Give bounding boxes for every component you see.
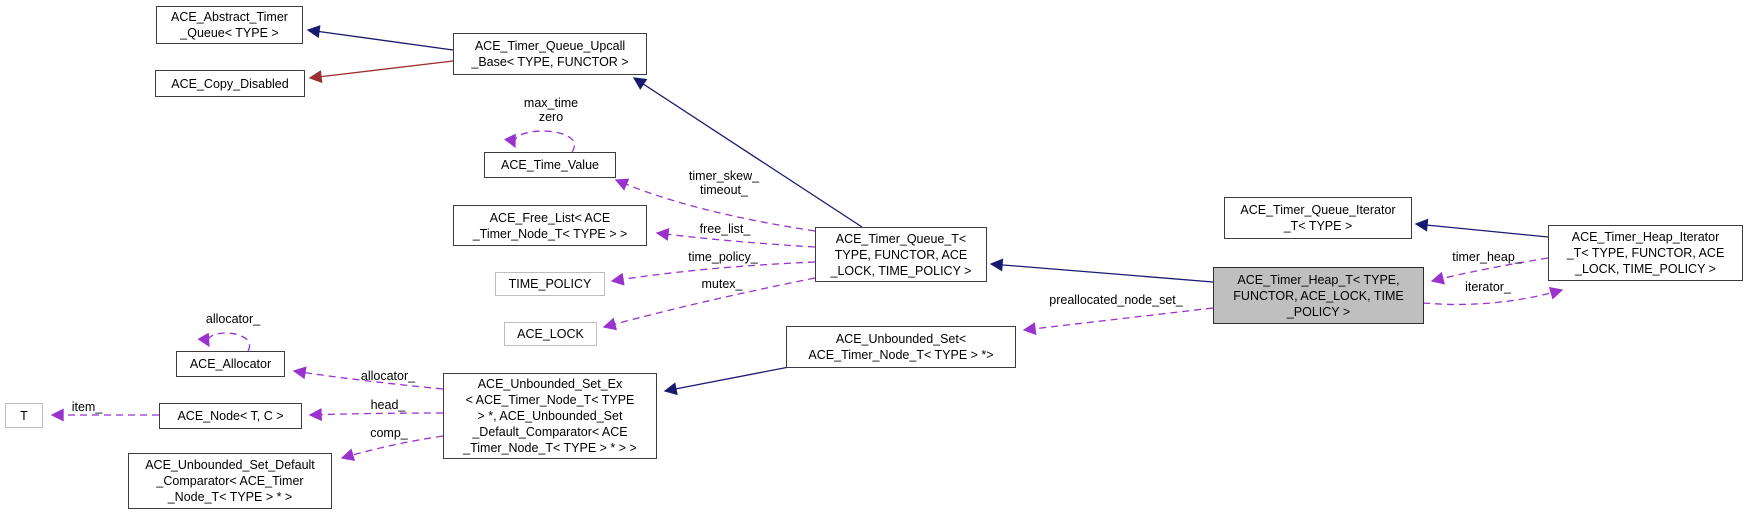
node-time-policy-param: TIME_POLICY bbox=[495, 272, 605, 296]
node-ace-timer-queue-upcall-base[interactable]: ACE_Timer_Queue_Upcall _Base< TYPE, FUNC… bbox=[453, 33, 647, 75]
edge-inherit-upcall-to-copy-disabled bbox=[308, 60, 454, 84]
node-ace-free-list[interactable]: ACE_Free_List< ACE _Timer_Node_T< TYPE >… bbox=[453, 205, 647, 246]
edge-label-comp: comp_ bbox=[370, 426, 408, 440]
edge-usage-mutex bbox=[602, 277, 816, 331]
edge-label-timer-skew-timeout: timer_skew_ timeout_ bbox=[688, 169, 760, 197]
node-ace-unbounded-set-default-comparator[interactable]: ACE_Unbounded_Set_Default _Comparator< A… bbox=[128, 453, 332, 509]
node-ace-copy-disabled[interactable]: ACE_Copy_Disabled bbox=[155, 70, 305, 97]
edge-inherit-queue-t-to-upcall bbox=[632, 77, 863, 228]
node-t-param: T bbox=[5, 403, 43, 428]
edge-label-head: head_ bbox=[370, 398, 406, 412]
edge-label-mutex: mutex_ bbox=[701, 277, 743, 291]
edge-usage-timer-skew-timeout bbox=[614, 178, 816, 232]
edge-usage-allocator-self-loop bbox=[197, 332, 251, 352]
edge-label-timer-heap: timer_heap_ bbox=[1452, 250, 1522, 264]
edge-label-allocator-self: allocator_ bbox=[205, 312, 261, 326]
node-ace-unbounded-set[interactable]: ACE_Unbounded_Set< ACE_Timer_Node_T< TYP… bbox=[786, 326, 1016, 368]
node-ace-timer-heap-iterator-t[interactable]: ACE_Timer_Heap_Iterator _T< TYPE, FUNCTO… bbox=[1548, 225, 1743, 281]
edge-inherit-upcall-to-abstract bbox=[306, 25, 454, 51]
node-ace-timer-heap-t-current: ACE_Timer_Heap_T< TYPE, FUNCTOR, ACE_LOC… bbox=[1213, 267, 1424, 324]
edge-label-preallocated-node-set: preallocated_node_set_ bbox=[1049, 293, 1183, 307]
edge-usage-head bbox=[308, 408, 444, 422]
edge-label-item: item_ bbox=[71, 400, 103, 414]
edge-label-iterator: iterator_ bbox=[1465, 280, 1511, 294]
node-ace-timer-queue-iterator-t[interactable]: ACE_Timer_Queue_Iterator _T< TYPE > bbox=[1224, 197, 1412, 239]
edge-label-allocator: allocator_ bbox=[360, 369, 416, 383]
edge-label-max-time-zero: max_time zero bbox=[523, 96, 579, 124]
edge-usage-timer-heap bbox=[1430, 257, 1549, 285]
edge-label-free-list: free_list_ bbox=[699, 222, 751, 236]
node-ace-node-t-c[interactable]: ACE_Node< T, C > bbox=[159, 403, 302, 429]
node-ace-unbounded-set-ex[interactable]: ACE_Unbounded_Set_Ex < ACE_Timer_Node_T<… bbox=[443, 373, 657, 459]
edge-usage-iterator bbox=[1422, 286, 1564, 306]
edge-usage-time-value-self-loop bbox=[504, 130, 576, 153]
edge-usage-preallocated-node-set bbox=[1022, 307, 1214, 336]
edge-usage-comp bbox=[340, 435, 444, 461]
node-ace-timer-queue-t[interactable]: ACE_Timer_Queue_T< TYPE, FUNCTOR, ACE _L… bbox=[815, 227, 987, 282]
node-ace-lock-param: ACE_LOCK bbox=[504, 322, 597, 346]
node-ace-abstract-timer-queue[interactable]: ACE_Abstract_Timer _Queue< TYPE > bbox=[156, 6, 303, 44]
edge-usage-time-policy bbox=[610, 261, 816, 286]
edge-inherit-heap-t-to-queue-t bbox=[989, 258, 1214, 283]
edge-inherit-unbounded-set-to-ex bbox=[663, 366, 790, 396]
edge-usage-allocator bbox=[292, 366, 444, 390]
node-ace-allocator[interactable]: ACE_Allocator bbox=[176, 351, 285, 377]
node-ace-time-value[interactable]: ACE_Time_Value bbox=[484, 152, 616, 178]
edge-inherit-heap-iter-to-queue-iter bbox=[1414, 218, 1549, 238]
edge-label-time-policy: time_policy_ bbox=[688, 250, 758, 264]
